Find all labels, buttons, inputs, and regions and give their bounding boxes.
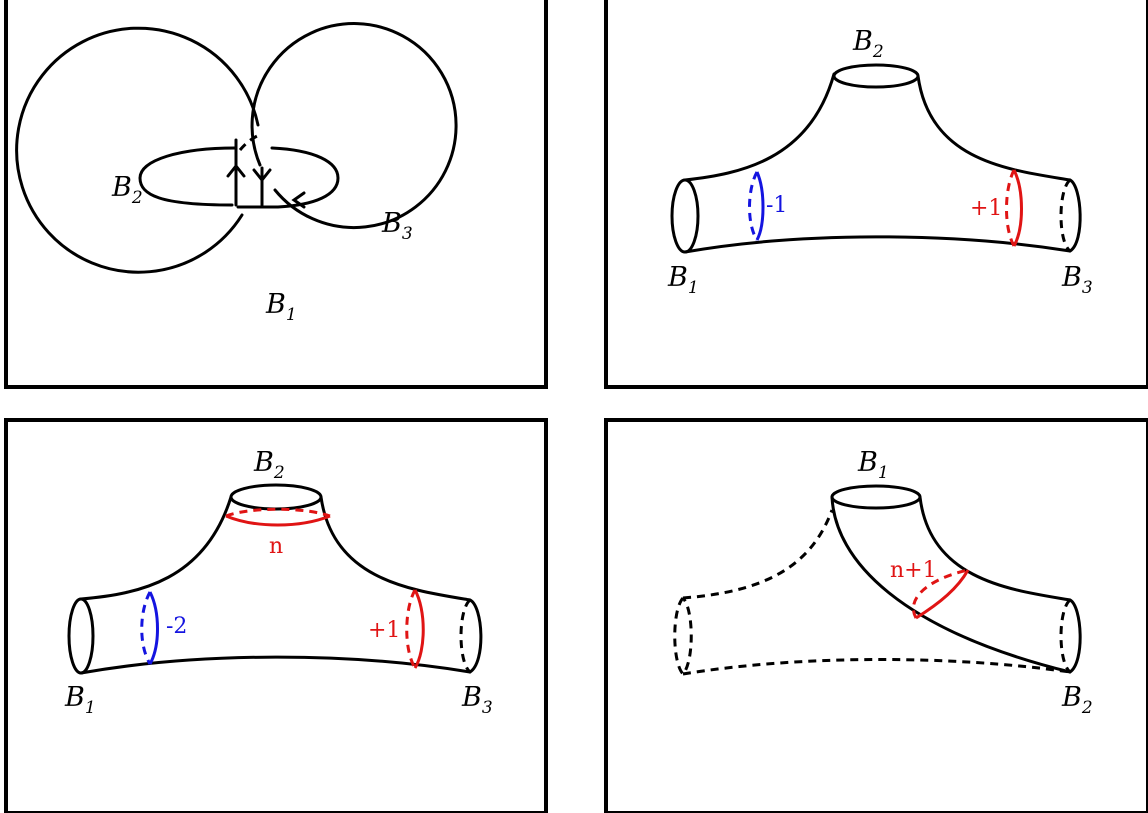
label-right: B3: [1061, 262, 1093, 298]
left-curve-front: [755, 171, 765, 241]
label-right: B3: [461, 682, 493, 718]
left-coefficient: -2: [166, 614, 187, 639]
panel-pants-b: n -2 +1 B2 B1 B3: [4, 418, 548, 813]
top-boundary-ellipse: [832, 63, 920, 89]
surface-outline: [683, 72, 1072, 254]
right-boundary-back: [459, 598, 472, 674]
label-top: B1: [857, 447, 889, 483]
label-b2: B2: [111, 172, 143, 208]
right-coefficient: +1: [970, 196, 1002, 221]
label-top: B2: [852, 26, 884, 62]
panel-pants-a: -1 +1 B2 B1 B3: [604, 0, 1148, 389]
label-left: B1: [667, 262, 699, 298]
b3-outer-circle: [15, 26, 260, 274]
panel-pants-c: n+1 B1 B2: [604, 418, 1148, 813]
b3-inner-circle: [250, 22, 458, 230]
hidden-outline: [682, 509, 1071, 676]
label-left: B1: [64, 682, 96, 718]
mid-curve-front: [915, 569, 970, 620]
label-b3: B3: [381, 208, 413, 244]
panel-link-diagram: B2 B3 B1: [4, 0, 548, 389]
label-b1: B1: [265, 289, 297, 325]
right-curve-back: [405, 589, 417, 669]
top-boundary-ellipse: [830, 484, 922, 510]
left-curve-back: [140, 591, 152, 665]
panel-frame: [604, 418, 1148, 813]
arrow-down-icon: [252, 168, 272, 183]
arrow-left-icon: [291, 191, 306, 209]
panel-frame: [4, 418, 548, 813]
right-curve-front: [413, 589, 425, 669]
left-curve-back: [748, 171, 759, 241]
arrow-up-icon: [226, 163, 246, 178]
panel-frame: [604, 0, 1148, 389]
b3-hidden-arc: [238, 132, 263, 151]
label-top: B2: [253, 447, 285, 483]
top-boundary-ellipse: [229, 483, 323, 511]
label-right: B2: [1061, 682, 1093, 718]
b2-ellipse: [138, 146, 340, 209]
mid-curve-back: [911, 568, 969, 619]
left-boundary-ellipse: [67, 597, 95, 675]
left-boundary-ellipse: [673, 596, 693, 677]
panel-frame: [4, 0, 548, 389]
right-coefficient: +1: [368, 618, 400, 643]
right-boundary-back: [1059, 178, 1072, 253]
right-boundary-front: [1068, 598, 1082, 674]
mid-coefficient: n+1: [890, 558, 937, 583]
top-curve-front: [225, 514, 331, 527]
left-boundary-ellipse: [670, 178, 700, 254]
tube-outline: [830, 495, 1072, 674]
top-coefficient: n: [269, 534, 283, 559]
left-coefficient: -1: [766, 193, 787, 218]
right-boundary-front: [468, 598, 483, 674]
right-curve-back: [1005, 169, 1016, 247]
surface-outline: [79, 495, 472, 675]
left-curve-front: [148, 591, 159, 665]
right-boundary-front: [1068, 178, 1082, 253]
right-boundary-back: [1059, 598, 1072, 674]
right-curve-front: [1012, 169, 1023, 247]
